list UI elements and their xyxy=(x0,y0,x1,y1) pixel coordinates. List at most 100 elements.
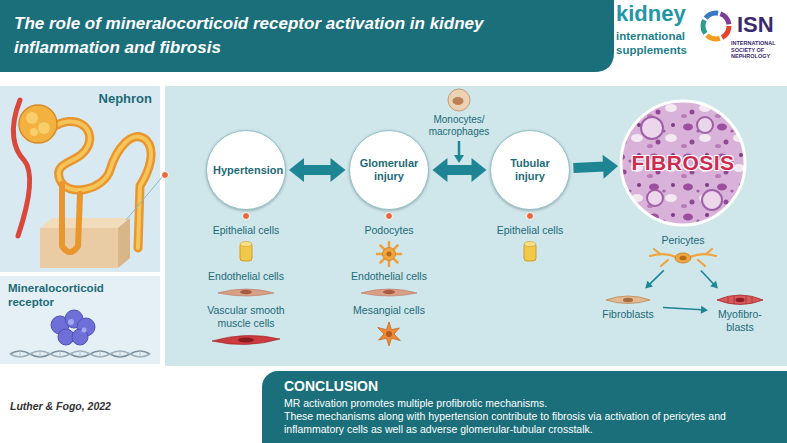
receptor-illustration-part-part xyxy=(100,351,101,357)
society-logo-text: ISN xyxy=(737,12,785,38)
myofibroblast-icon xyxy=(717,295,763,305)
myofibroblast-icon-part xyxy=(728,296,752,304)
title-banner xyxy=(0,0,614,72)
process-circle-text: Tubular injury xyxy=(497,157,563,183)
isn-ring-logo-part xyxy=(703,13,729,39)
receptor-illustration-part-part xyxy=(140,351,141,357)
receptor-illustration-part-part xyxy=(40,351,41,357)
mesangial-cell-icon xyxy=(378,322,401,346)
nephron-illustration-part xyxy=(40,218,130,228)
cell-type-label: Epithelial cells xyxy=(475,224,585,237)
arrow-head xyxy=(645,281,653,289)
process-circle: Glomerular injury xyxy=(349,130,430,211)
receptor-illustration-part xyxy=(10,351,150,357)
marker-dot xyxy=(243,213,534,220)
arrow-head xyxy=(472,158,487,182)
monocyte-icon-part xyxy=(453,97,464,105)
receptor-illustration xyxy=(0,276,160,364)
connector-shaft xyxy=(573,167,605,168)
fibrosis-histology xyxy=(621,101,745,225)
mesangial-cell-icon-part xyxy=(386,331,392,337)
smooth-muscle-cell-icon xyxy=(212,335,280,344)
connector-shaft xyxy=(663,308,702,310)
thin-arrow xyxy=(663,306,708,314)
isn-ring-logo-part xyxy=(703,13,729,39)
block-arrow xyxy=(289,158,346,182)
cell-type-label: Endothelial cells xyxy=(334,270,444,283)
journal-logo-text: international xyxy=(616,29,706,43)
nephron-panel: Nephron xyxy=(0,86,160,272)
receptor-illustration-part xyxy=(0,276,160,364)
fibroblast-icon-part xyxy=(606,296,650,304)
nephron-panel-text: Nephron xyxy=(8,91,152,107)
infiltration-arrow xyxy=(454,141,464,163)
cell-type-label: Vascular smooth muscle cells xyxy=(200,304,292,330)
journal-logo-text: supplements xyxy=(616,43,706,57)
nephron-illustration-part xyxy=(26,112,38,124)
endothelial-cell-icon-part xyxy=(240,290,252,294)
thin-arrow xyxy=(701,270,718,288)
receptor-illustration-part xyxy=(20,351,140,357)
society-logo-text: INTERNATIONAL SOCIETY OF NEPHROLOGY xyxy=(731,40,784,60)
process-circle: Hypertension xyxy=(206,130,286,210)
receptor-panel-text: Mineralocorticoid receptor xyxy=(8,281,152,309)
podocyte-icon xyxy=(377,242,401,266)
endothelial-cell-icon-part xyxy=(218,289,274,296)
citation-text: Luther & Fogo, 2022 xyxy=(10,400,250,413)
arrow-head xyxy=(432,158,447,182)
pericyte-icon-part xyxy=(650,249,716,266)
nephron-illustration-part xyxy=(19,105,57,143)
infiltration-arrow-part xyxy=(454,155,464,163)
fibrosis-histology-part xyxy=(647,190,663,206)
podocyte-icon-part xyxy=(383,248,396,261)
fibrosis-histology-part xyxy=(702,190,722,210)
marker-dot-part xyxy=(386,213,393,220)
arrow-head xyxy=(710,281,718,289)
cell-type-label: Podocytes xyxy=(334,224,444,237)
myofibroblast-icon-part-part xyxy=(752,297,753,303)
cell-node: Pericytes xyxy=(648,234,718,269)
endothelial-cell-icon-part xyxy=(383,290,395,294)
receptor-illustration-part xyxy=(68,319,74,325)
podocyte-icon-part xyxy=(377,242,401,266)
fibrosis-histology-part xyxy=(621,101,745,225)
fibrosis-histology-part xyxy=(697,117,713,133)
process-circle-text: Hypertension xyxy=(213,164,279,177)
connector-shaft xyxy=(649,270,663,284)
monocyte-cell-text: Monocytes/ macrophages xyxy=(419,114,499,138)
cell-node: Fibroblasts xyxy=(595,290,661,321)
pericyte-icon xyxy=(650,249,716,266)
marker-dot-part xyxy=(243,213,250,220)
cell-type-label: Mesangial cells xyxy=(334,304,444,317)
journal-logo-text: kidney xyxy=(616,1,706,27)
arrow-head xyxy=(289,158,304,182)
myofibroblast-icon-part xyxy=(736,298,745,302)
fibroblast-icon-part xyxy=(623,298,633,302)
connector-shaft xyxy=(445,165,474,175)
cell-type-label: Endothelial cells xyxy=(191,270,301,283)
main-panel xyxy=(165,86,787,366)
epithelial-cell-icon-part xyxy=(240,242,252,247)
nephron-illustration xyxy=(0,86,169,272)
fibrosis-histology-part xyxy=(641,117,663,139)
receptor-illustration-part xyxy=(82,328,87,333)
cell-node: Myofibro- blasts xyxy=(710,290,770,334)
conclusion-panel: CONCLUSIONMR activation promotes multipl… xyxy=(262,371,787,443)
cell-node-text: Myofibro- blasts xyxy=(710,308,770,334)
title-text: The role of mineralocorticoid receptor a… xyxy=(14,12,514,60)
isn-ring-logo-part xyxy=(703,13,729,39)
receptor-illustration-part-part xyxy=(60,351,61,357)
process-circle-text: Glomerular injury xyxy=(356,157,422,183)
fibrosis-image: FIBROSIS xyxy=(621,101,745,225)
cell-node-text: Pericytes xyxy=(648,234,718,247)
thin-arrow xyxy=(645,270,664,288)
myofibroblast-icon-part xyxy=(717,295,763,305)
endothelial-cell-icon xyxy=(218,289,417,296)
isn-ring-logo-part xyxy=(703,13,729,39)
nephron-illustration-part xyxy=(126,176,163,220)
fibrosis-image-text: FIBROSIS xyxy=(631,151,734,175)
arrow-head xyxy=(701,306,708,314)
block-arrow xyxy=(573,155,618,179)
receptor-illustration-part xyxy=(10,351,150,357)
